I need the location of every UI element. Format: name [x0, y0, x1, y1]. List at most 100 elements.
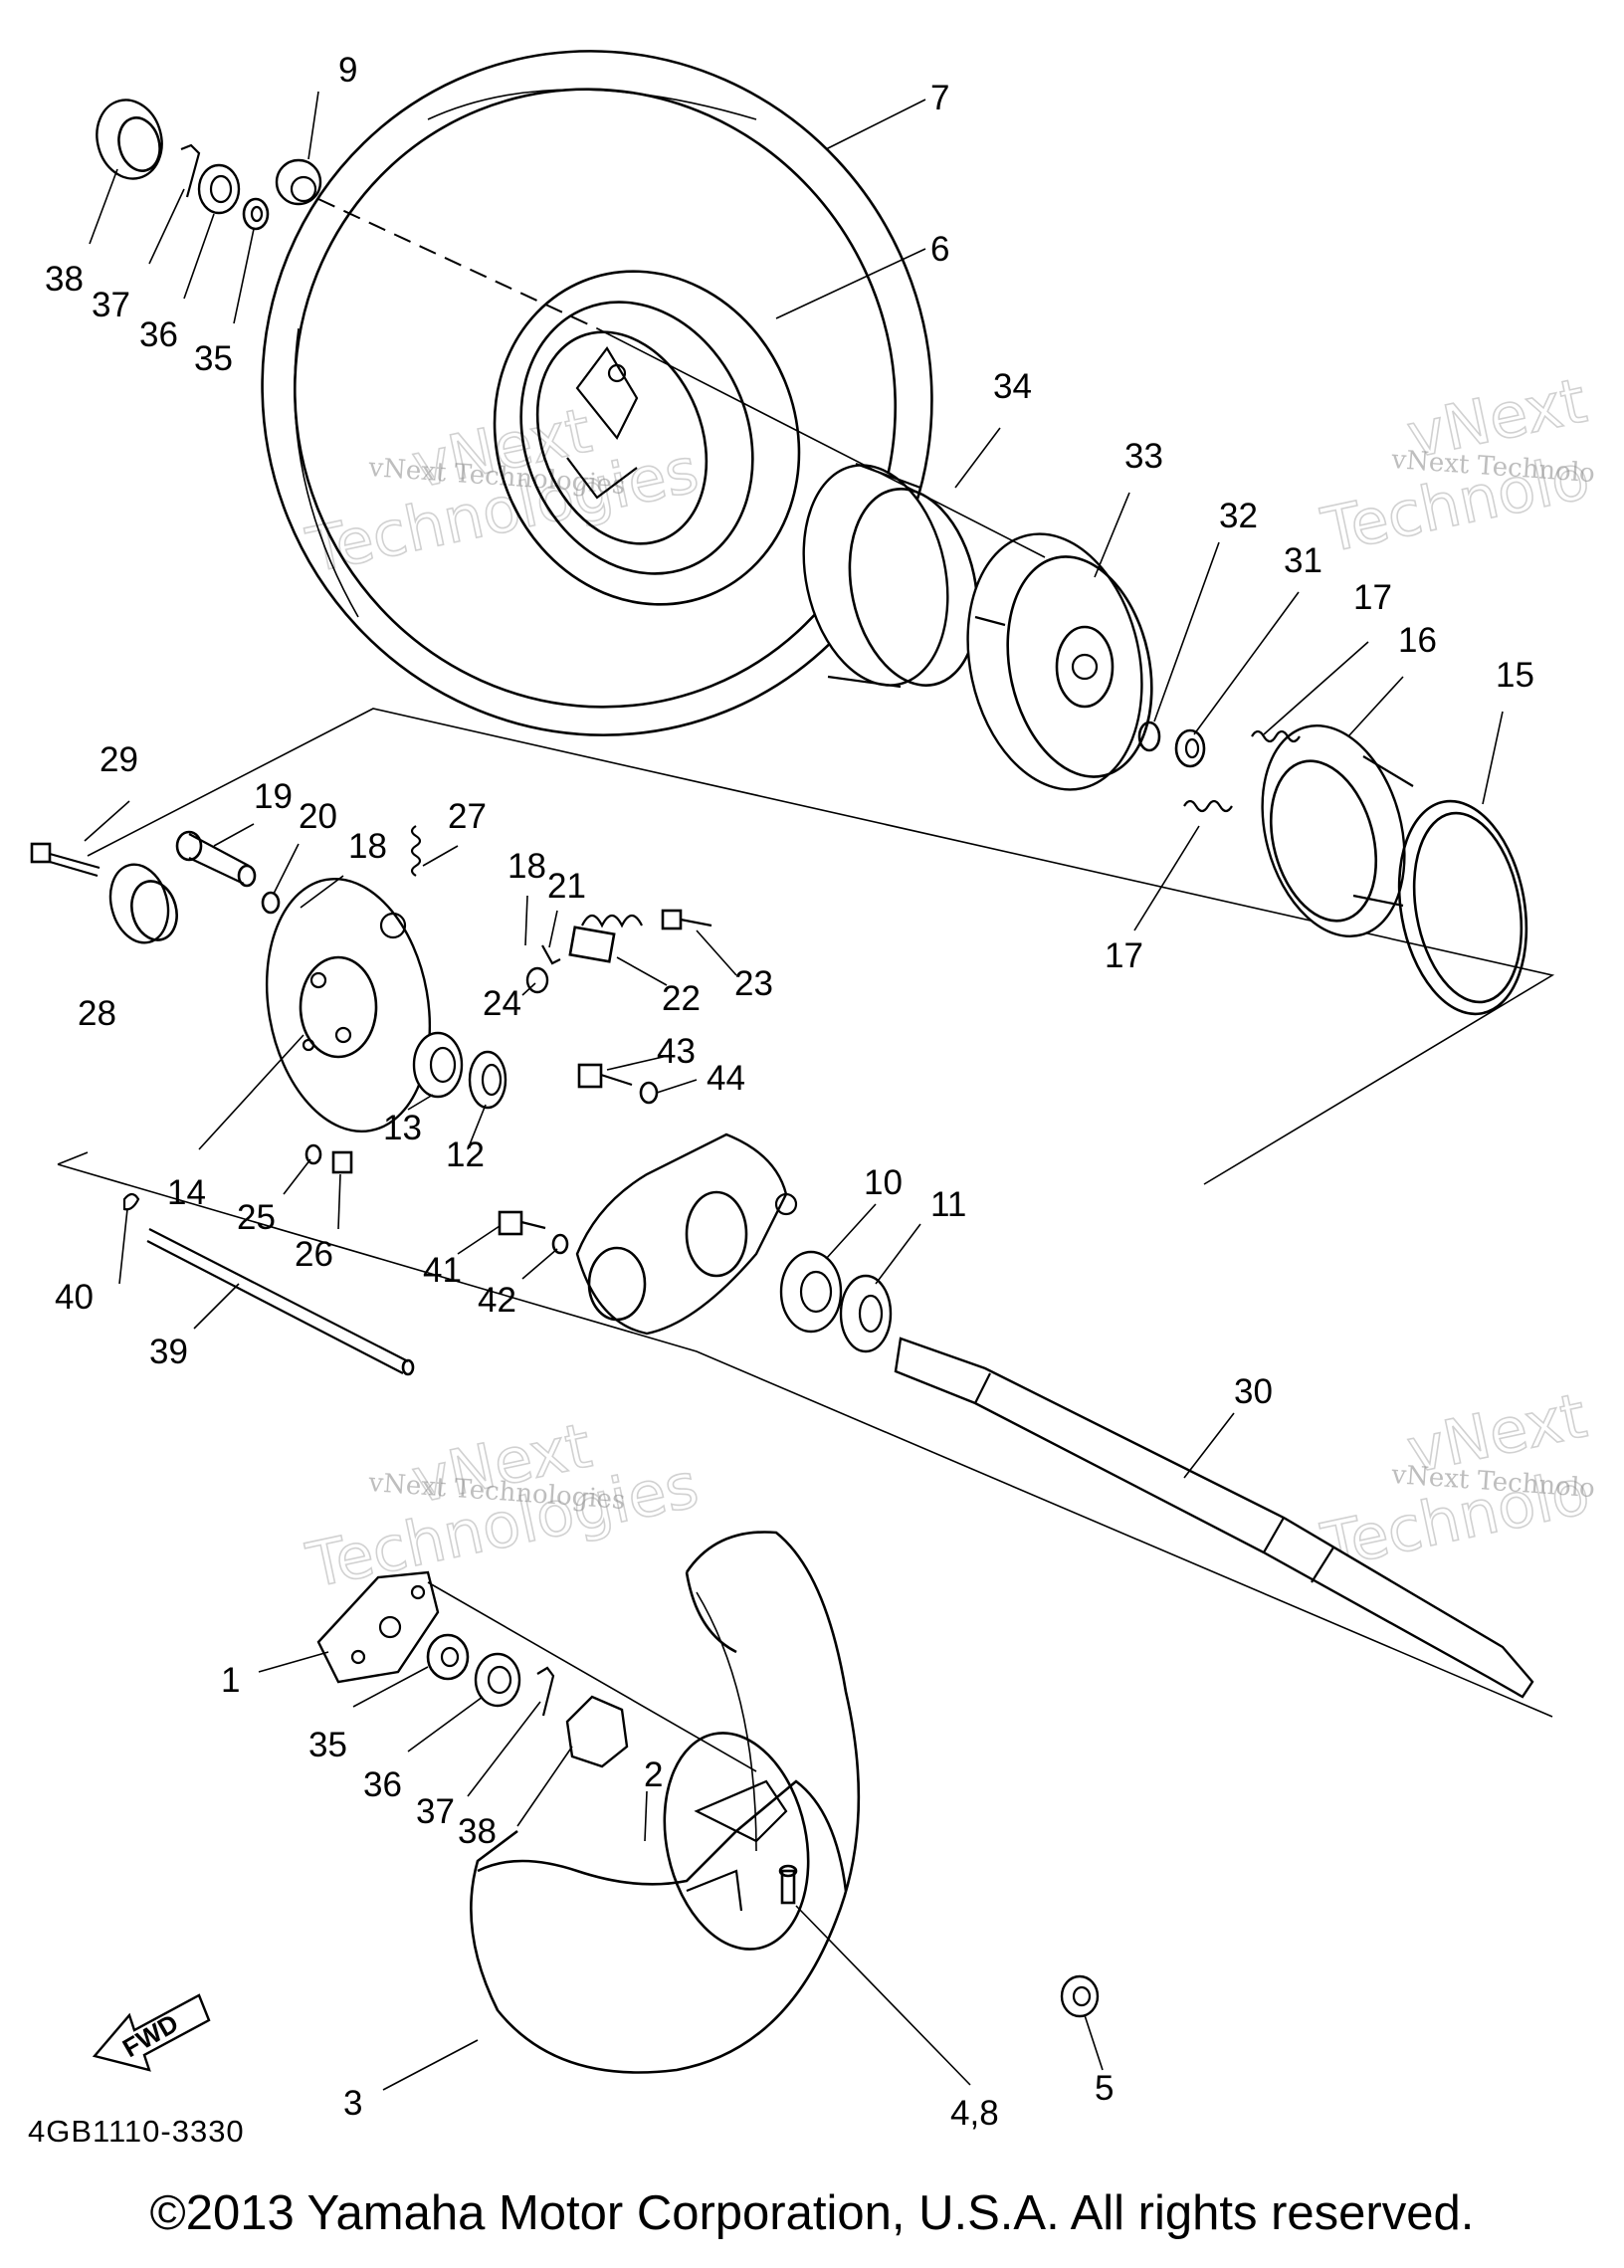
copyright-notice: ©2013 Yamaha Motor Corporation, U.S.A. A…	[149, 2186, 1475, 2240]
callout-31: 31	[1284, 541, 1322, 580]
axle-housing	[575, 1133, 798, 1336]
callout-9: 9	[338, 51, 357, 90]
callout-26: 26	[295, 1235, 333, 1274]
wheel-rim-2	[477, 1732, 848, 1951]
clip-40	[122, 1192, 140, 1211]
callout-27: 27	[448, 797, 487, 836]
bolt-26	[331, 1150, 353, 1174]
callout-11: 11	[930, 1185, 966, 1224]
callout-36-top: 36	[139, 315, 178, 354]
bearing-housing-28	[108, 863, 178, 944]
nut-5	[1060, 1974, 1100, 2018]
callout-labels: 7 6 9 38 37 36 35 34 33 32 31 17 16 15 1…	[45, 51, 1534, 2133]
axle-nut-36-top	[197, 163, 241, 215]
rear-tire-3	[470, 1531, 861, 2074]
axle-nut-36-bottom	[474, 1652, 521, 1708]
brake-drum-33	[966, 532, 1153, 791]
camshaft-19	[175, 830, 257, 888]
brake-shoe-16	[1261, 724, 1414, 937]
hub-cap-38-top	[96, 99, 163, 180]
callout-23: 23	[734, 964, 773, 1003]
callout-44: 44	[707, 1059, 745, 1098]
cotter-pin-37-top	[180, 143, 201, 198]
callout-32: 32	[1219, 497, 1258, 535]
callout-22: 22	[662, 979, 701, 1018]
callout-7: 7	[930, 79, 949, 117]
cotter-pin-37-bottom	[536, 1666, 555, 1717]
pin-21	[541, 944, 561, 965]
callout-28: 28	[78, 994, 116, 1033]
callout-19: 19	[254, 777, 293, 816]
callout-3: 3	[343, 2084, 362, 2123]
hub-cap-38-bottom	[565, 1695, 629, 1768]
spring-27	[410, 825, 422, 877]
callout-29: 29	[100, 740, 138, 779]
callout-16: 16	[1398, 621, 1437, 660]
nut-9	[275, 158, 322, 206]
wheel-rim-6	[493, 270, 801, 606]
brake-group-outline	[57, 708, 1555, 1718]
callout-38-top: 38	[45, 260, 84, 299]
callout-20: 20	[299, 797, 337, 836]
callout-35-top: 35	[194, 339, 233, 378]
bearing-10	[779, 1250, 843, 1334]
brake-panel-14	[265, 877, 432, 1134]
rear-tire-7	[261, 50, 933, 736]
brake-lever-assembly-22	[568, 914, 643, 963]
callout-39: 39	[149, 1333, 188, 1371]
callout-36-bottom: 36	[363, 1765, 402, 1804]
callout-17-upper: 17	[1353, 578, 1392, 617]
seal-12	[468, 1050, 508, 1110]
washer-35-bottom	[426, 1633, 470, 1681]
hub-1	[316, 1570, 440, 1684]
washer-42	[551, 1233, 569, 1255]
washer-44	[639, 1081, 659, 1105]
callout-34: 34	[993, 367, 1032, 406]
callout-25: 25	[237, 1198, 276, 1237]
springs-17	[1183, 729, 1301, 813]
drawing-code: 4GB1110-3330	[28, 2114, 245, 2149]
washer-31	[1174, 728, 1206, 768]
washer-25	[304, 1143, 322, 1165]
callout-42: 42	[478, 1281, 516, 1320]
callout-13: 13	[383, 1109, 422, 1147]
callout-4-8: 4,8	[950, 2094, 999, 2133]
washer-20	[261, 891, 281, 915]
callout-12: 12	[446, 1135, 485, 1174]
callout-33: 33	[1124, 437, 1163, 476]
washer-35-top	[242, 197, 270, 231]
bolt-43	[577, 1063, 633, 1089]
callout-38-bottom: 38	[458, 1812, 497, 1851]
bolt-29	[30, 842, 101, 878]
callout-17-lower: 17	[1105, 936, 1143, 975]
callout-18-left: 18	[348, 827, 387, 866]
callout-41: 41	[423, 1251, 462, 1290]
callout-35-bottom: 35	[308, 1726, 347, 1764]
rear-axle-30	[894, 1337, 1534, 1699]
o-ring-32	[1137, 721, 1161, 752]
watermark-group: vNext Technologies vNext Technologies vN…	[300, 363, 1596, 1603]
fwd-direction-arrow: FWD	[92, 1993, 211, 2072]
callout-6: 6	[930, 230, 949, 269]
callout-5: 5	[1095, 2069, 1114, 2108]
callout-21: 21	[547, 867, 586, 906]
bolt-41	[498, 1210, 546, 1236]
callout-1: 1	[221, 1661, 240, 1700]
callout-10: 10	[864, 1163, 903, 1202]
callout-18-right: 18	[508, 847, 546, 886]
axis-line-mid	[596, 327, 1046, 558]
callout-14: 14	[167, 1173, 206, 1212]
bearing-13	[412, 1031, 464, 1099]
callout-2: 2	[644, 1755, 663, 1794]
axis-line-top	[317, 198, 598, 329]
rod-39	[146, 1228, 415, 1376]
bolt-23	[661, 909, 712, 930]
leader-lines	[84, 91, 1504, 2091]
seal-11	[839, 1274, 893, 1353]
callout-15: 15	[1496, 656, 1534, 695]
callout-37-top: 37	[92, 286, 130, 324]
callout-37-bottom: 37	[416, 1792, 455, 1831]
callout-30: 30	[1234, 1372, 1273, 1411]
drum-cover-34	[802, 462, 979, 689]
